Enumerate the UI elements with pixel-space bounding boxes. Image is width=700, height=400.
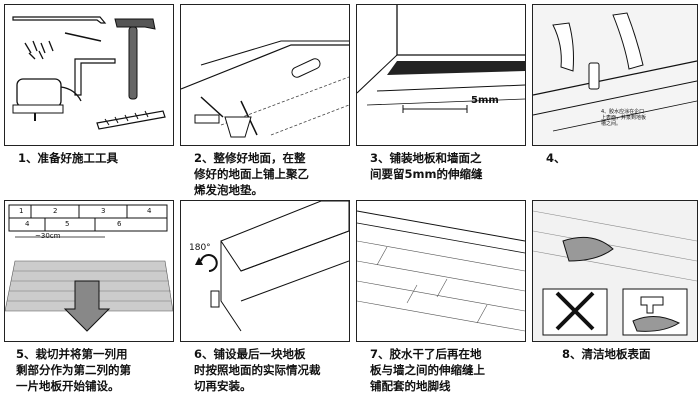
step-6-panel: 180° xyxy=(180,200,350,342)
cross-icon xyxy=(555,291,595,331)
plank-num-1: 1 xyxy=(19,207,24,215)
square-icon xyxy=(74,58,116,96)
step-3-panel: 5mm xyxy=(356,4,526,146)
plank-num-3: 3 xyxy=(101,207,106,215)
step-7-panel xyxy=(356,200,526,342)
step-1-caption: 1、准备好施工工具 xyxy=(18,151,119,165)
plank-num-2: 2 xyxy=(53,207,58,215)
scraper-icon xyxy=(194,96,224,124)
tools-illustration xyxy=(12,16,166,130)
pencil-icon xyxy=(64,32,102,42)
wall-gap-illustration xyxy=(357,5,525,113)
plank-num-6: 6 xyxy=(117,220,122,228)
foam-roll-icon xyxy=(291,58,321,78)
hand-left-icon xyxy=(552,22,574,72)
ruler-icon xyxy=(96,110,166,130)
gap-measure-label: 5mm xyxy=(471,95,499,106)
step-6-caption: 6、铺设最后一块地板 时按照地面的实际情况裁 切再安装。 xyxy=(194,347,321,393)
plank-num-5: 5 xyxy=(65,220,70,228)
saw-icon xyxy=(12,78,82,121)
broom-icon xyxy=(224,100,258,138)
last-plank-illustration xyxy=(195,201,349,332)
step-4-panel: 4、胶水应涂在企口 上表面，并泵到地板 槽之间。 xyxy=(532,4,698,146)
step-4-note: 4、胶水应涂在企口 上表面，并泵到地板 槽之间。 xyxy=(601,109,647,127)
hammer-icon xyxy=(114,18,156,100)
cleaning-illustration xyxy=(533,210,697,336)
step-8-panel xyxy=(532,200,698,342)
glue-application-illustration xyxy=(533,12,697,132)
plank-num-4b: 4 xyxy=(25,220,30,228)
glue-bottle-icon xyxy=(588,62,600,90)
step-2-caption: 2、整修好地面，在整 修好的地面上铺上聚乙 烯发泡地垫。 xyxy=(194,151,309,197)
mop-icon xyxy=(562,236,614,262)
step-7-caption: 7、胶水干了后再在地 板与墙之间的伸缩缝上 铺配套的地脚线 xyxy=(370,347,485,393)
floor-prep-illustration xyxy=(181,40,349,138)
plank-layout-illustration xyxy=(5,204,173,332)
skirting-illustration xyxy=(357,210,525,332)
crowbar-icon xyxy=(12,16,107,24)
step-5-panel: 1 2 3 4 4 5 6 ~30cm xyxy=(4,200,174,342)
step-2-panel xyxy=(180,4,350,146)
plank-num-4: 4 xyxy=(147,207,152,215)
step-8-caption: 8、清洁地板表面 xyxy=(562,347,651,361)
nails-icon xyxy=(24,40,54,60)
hand-right-icon xyxy=(612,12,644,70)
step-3-caption: 3、铺装地板和墙面之 间要留5mm的伸缩缝 xyxy=(370,151,483,181)
rotate-angle-label: 180° xyxy=(189,243,211,253)
step-1-panel xyxy=(4,4,174,146)
offset-label: ~30cm xyxy=(35,232,61,240)
down-arrow-icon xyxy=(63,280,111,332)
faucet-icon xyxy=(640,296,664,314)
step-4-caption: 4、 xyxy=(546,151,566,165)
rotate-arrow-icon xyxy=(195,254,218,272)
step-5-caption: 5、栽切并将第一列用 剩部分作为第二列的第 一片地板开始铺设。 xyxy=(16,347,131,393)
